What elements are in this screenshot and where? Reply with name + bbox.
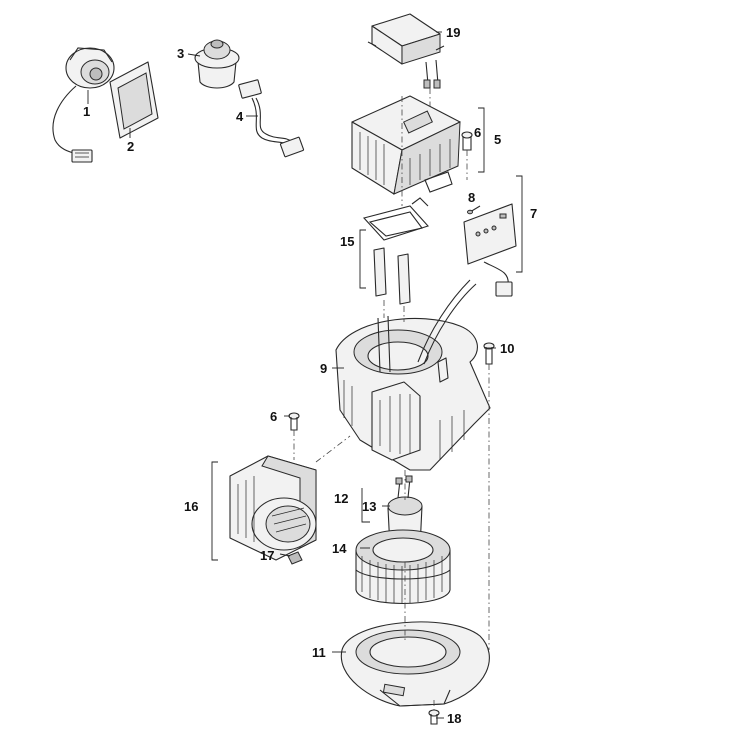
callout-18: 18 [447,711,461,726]
part-5-control-housing [351,95,461,195]
callout-17: 17 [260,548,274,563]
callout-9: 9 [320,361,327,376]
callout-16: 16 [184,499,198,514]
part-8-pin [467,205,481,215]
callout-14: 14 [332,541,347,556]
callout-11: 11 [312,645,326,660]
callout-labels: 1 2 3 4 5 6 6 7 8 9 10 11 12 13 14 15 16… [83,25,537,726]
part-16-intake-duct [229,455,317,561]
callout-6-left: 6 [270,409,277,424]
callout-13: 13 [362,499,376,514]
part-7-circuit-board [463,203,517,297]
callout-3: 3 [177,46,184,61]
callout-19: 19 [446,25,460,40]
callout-1: 1 [83,104,90,119]
callout-6-top: 6 [474,125,481,140]
part-6-screw-left [288,412,300,431]
callout-2: 2 [127,139,134,154]
part-9-blower-housing [335,279,491,471]
assembly-axis-lines [293,88,490,712]
callout-leaders [87,31,523,719]
callout-7: 7 [530,206,537,221]
callout-12: 12 [334,491,348,506]
callout-10: 10 [500,341,514,356]
part-11-base-plate [340,621,490,707]
part-10-screw [483,342,495,365]
part-6-screw-top [461,131,473,151]
callout-4: 4 [236,109,244,124]
part-15-clips [362,197,429,305]
part-2-bezel [109,61,159,139]
callout-15: 15 [340,234,354,249]
part-4-harness [238,79,305,158]
part-3-sensor [194,39,240,89]
part-18-screw [428,709,440,725]
part-14-fan-wheel [355,529,451,605]
callout-8: 8 [468,190,475,205]
part-19-relay [367,13,445,89]
part-17-clip [287,551,303,565]
part-1-switch [52,47,115,163]
callout-5: 5 [494,132,501,147]
